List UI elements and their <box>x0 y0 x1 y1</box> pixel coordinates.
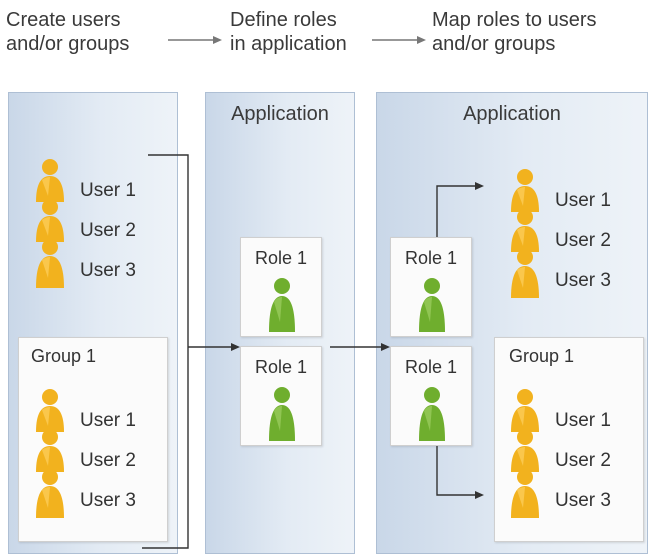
group-label: Group 1 <box>509 346 575 366</box>
user-label: User 2 <box>555 230 611 251</box>
role-icon <box>269 387 295 441</box>
user-icon <box>36 199 64 242</box>
role-label: Role 1 <box>254 357 308 377</box>
group-label: Group 1 <box>31 346 97 366</box>
step-create-users: Create users and/or groups <box>6 9 130 55</box>
user-label: User 1 <box>555 190 611 211</box>
panel-title: Application <box>463 103 561 125</box>
user-icon <box>511 469 539 518</box>
role-box: Role 1 <box>240 346 322 446</box>
step-arrows <box>168 36 426 44</box>
user-icon <box>36 239 64 288</box>
step-map-roles: Map roles to users and/or groups <box>432 9 597 55</box>
role-box: Role 1 <box>240 237 322 337</box>
user-label: User 3 <box>555 490 611 511</box>
user-icon <box>36 469 64 518</box>
role-icon <box>269 278 295 332</box>
user-icon <box>511 209 539 252</box>
user-label: User 1 <box>555 410 611 431</box>
role-label: Role 1 <box>404 357 458 377</box>
user-icon <box>36 159 64 202</box>
user-label: User 2 <box>555 450 611 471</box>
user-icon <box>511 169 539 212</box>
role-icon <box>419 387 445 441</box>
user-label: User 3 <box>555 270 611 291</box>
user-label: User 2 <box>80 220 136 241</box>
user-icon <box>511 249 539 298</box>
step-arrow-1 <box>168 36 222 44</box>
user-icon <box>511 389 539 432</box>
user-label: User 1 <box>80 410 136 431</box>
role-box: Role 1 <box>390 237 472 337</box>
user-label: User 3 <box>80 490 136 511</box>
user-icon <box>36 389 64 432</box>
user-label: User 1 <box>80 180 136 201</box>
step-define-roles: Define roles in application <box>230 9 347 55</box>
role-icon <box>419 278 445 332</box>
user-icon <box>511 429 539 472</box>
role-box: Role 1 <box>390 346 472 446</box>
role-label: Role 1 <box>254 248 308 268</box>
user-label: User 2 <box>80 450 136 471</box>
panel-title: Application <box>231 103 329 125</box>
step-arrow-2 <box>372 36 426 44</box>
user-icon <box>36 429 64 472</box>
user-label: User 3 <box>80 260 136 281</box>
role-label: Role 1 <box>404 248 458 268</box>
